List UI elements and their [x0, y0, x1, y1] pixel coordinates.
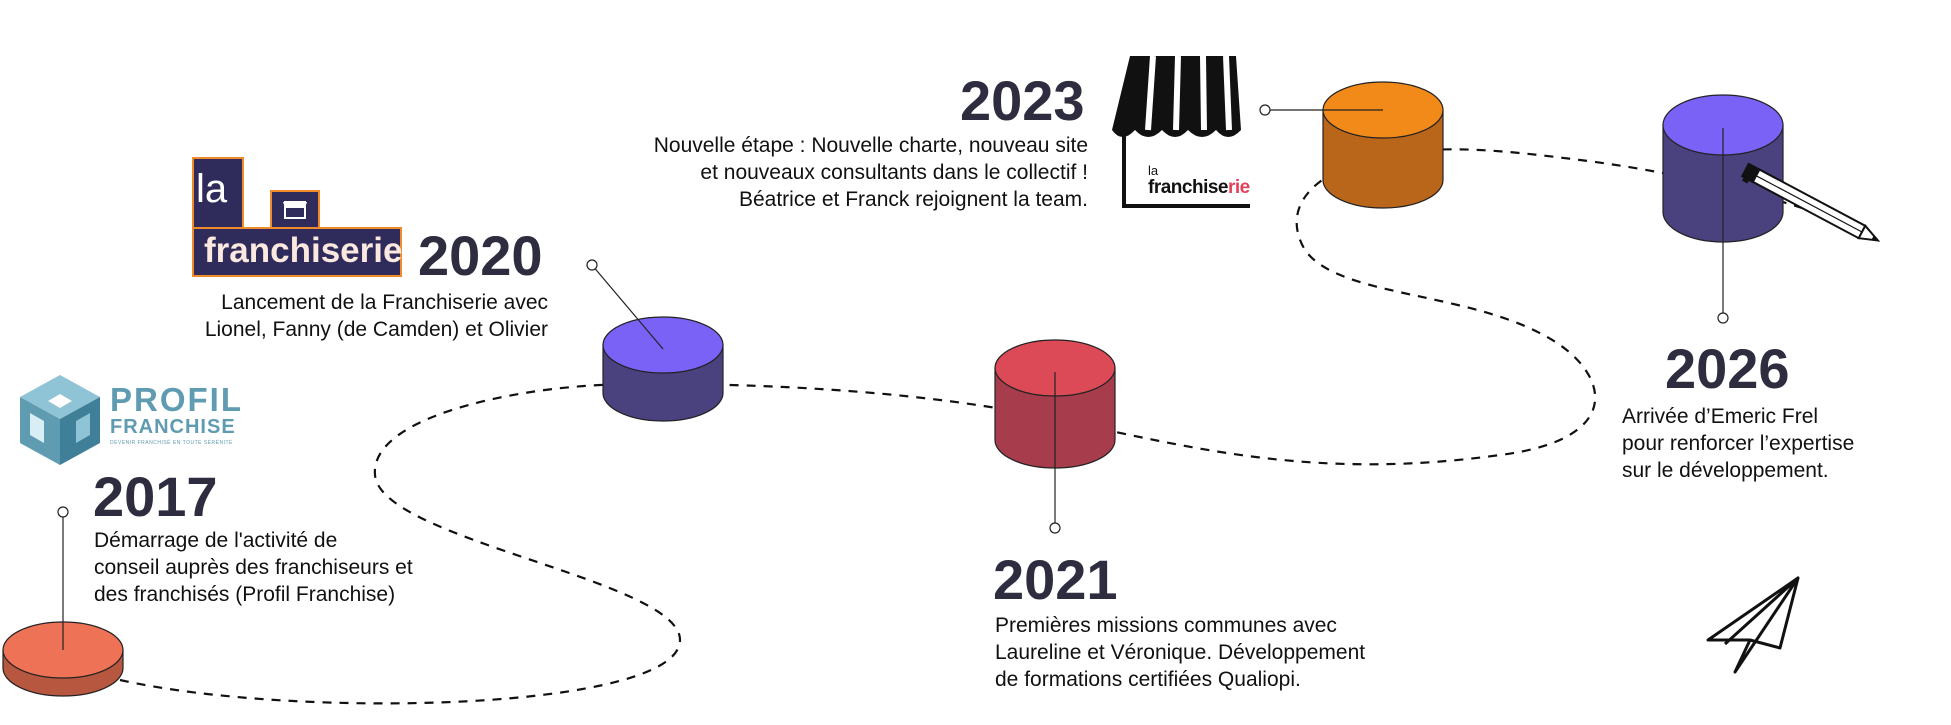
event-2026-line-3: sur le développement.	[1622, 459, 1829, 482]
year-2023: 2023	[960, 69, 1085, 132]
old-logo-la-text: la	[196, 167, 228, 211]
new-logo-word-accent: rie	[1227, 177, 1250, 198]
event-2023-line-2: et nouveaux consultants dans le collecti…	[700, 161, 1088, 184]
event-2023-description: Nouvelle étape : Nouvelle charte, nouvea…	[588, 132, 1088, 213]
event-2021-description: Premières missions communes avec Laureli…	[995, 612, 1365, 693]
event-2017-line-1: Démarrage de l'activité de	[94, 529, 338, 552]
cylinder-2020	[586, 259, 724, 422]
event-2021-line-2: Laureline et Véronique. Développement	[995, 641, 1366, 664]
new-logo-word: franchiserie	[1148, 178, 1250, 198]
profil-line1: PROFIL	[110, 381, 243, 418]
event-2023-line-1: Nouvelle étape : Nouvelle charte, nouvea…	[653, 134, 1088, 157]
old-logo-word-text: franchiserie	[204, 231, 403, 270]
event-2023-line-3: Béatrice et Franck rejoignent la team.	[738, 188, 1088, 211]
event-2026-line-1: Arrivée d’Emeric Frel	[1622, 405, 1819, 428]
franchiserie-logo-new: la franchiserie	[1108, 52, 1258, 212]
event-2026-line-2: pour renforcer l’expertise	[1622, 432, 1855, 455]
year-2017: 2017	[93, 465, 218, 528]
event-2021-line-3: de formations certifiées Qualiopi.	[995, 668, 1301, 691]
dashed-route	[119, 148, 1851, 705]
old-logo-word-block	[192, 227, 402, 277]
event-2017-description: Démarrage de l'activité de conseil auprè…	[94, 527, 413, 608]
cube-logo-icon	[20, 375, 100, 465]
cylinder-2026	[1662, 94, 1784, 324]
event-2021-line-1: Premières missions communes avec	[995, 614, 1337, 637]
event-2020-line-1: Lancement de la Franchiserie avec	[221, 291, 548, 314]
year-2020: 2020	[418, 224, 543, 287]
cylinder-2021	[994, 339, 1116, 534]
new-logo-word-main: franchise	[1148, 177, 1228, 198]
cylinder-2017	[2, 506, 124, 697]
shop-icon	[283, 201, 307, 219]
pencil-icon	[1740, 162, 1881, 242]
profil-franchise-logo: PROFIL FRANCHISE DEVENIR FRANCHISÉ EN TO…	[18, 373, 241, 468]
new-logo-la: la	[1148, 163, 1159, 178]
profil-line2: FRANCHISE	[110, 416, 236, 438]
year-2021: 2021	[993, 548, 1118, 611]
event-2017-line-2: conseil auprès des franchiseurs et	[94, 556, 413, 579]
franchiserie-logo-old: la franchiserie	[190, 155, 405, 277]
storefront-awning-icon	[1112, 55, 1250, 208]
old-logo-shop-block	[270, 190, 320, 232]
cylinder-2023	[1259, 81, 1444, 209]
event-2026-description: Arrivée d’Emeric Frel pour renforcer l’e…	[1622, 403, 1854, 484]
event-2020-line-2: Lionel, Fanny (de Camden) et Olivier	[204, 318, 548, 341]
profil-tagline: DEVENIR FRANCHISÉ EN TOUTE SÉRÉNITÉ	[110, 440, 233, 446]
year-2026: 2026	[1665, 337, 1790, 400]
event-2017-line-3: des franchisés (Profil Franchise)	[94, 583, 396, 606]
paper-plane-icon	[1706, 576, 1800, 674]
event-2020-description: Lancement de la Franchiserie avec Lionel…	[148, 289, 548, 343]
